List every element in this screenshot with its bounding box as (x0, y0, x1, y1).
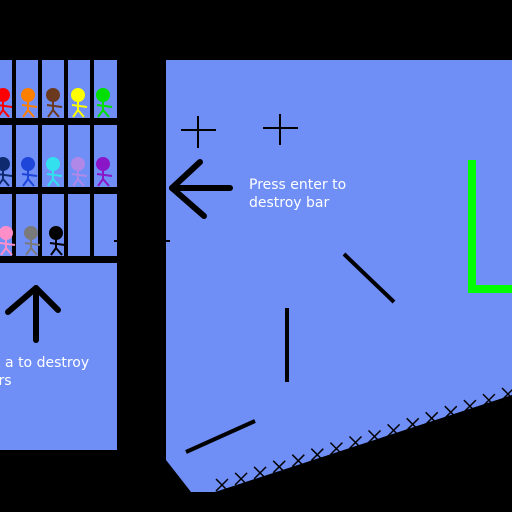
room-floor (166, 60, 512, 492)
prisoner-figure (96, 88, 113, 118)
floor-spikes (215, 387, 512, 492)
prisoner-figure (0, 157, 13, 187)
debris-stick[interactable] (342, 252, 396, 304)
prisoner-figure (0, 226, 16, 256)
destroy-bar-hint: Press enter to destroy bar (249, 177, 347, 211)
prisoners (0, 88, 113, 256)
spike-row (215, 387, 512, 492)
prisoner-figure (96, 157, 113, 187)
prisoner-figure (0, 88, 13, 118)
cage-bar-vertical (90, 60, 94, 262)
left-arrow-icon (169, 159, 233, 219)
prisoner-figure (21, 157, 38, 187)
prisoner-figure (21, 88, 38, 118)
central-pillar (117, 60, 166, 460)
cage-shelf (0, 187, 117, 194)
cross-marker-icon (181, 116, 216, 148)
prisoner-figure (46, 88, 63, 118)
cage-bar-vertical (38, 60, 42, 262)
prisoner-figure (71, 88, 88, 118)
cage-bar-vertical (12, 60, 16, 262)
up-arrow-icon (5, 285, 61, 343)
cage-bars[interactable] (0, 60, 117, 263)
cage-shelf (0, 256, 117, 263)
destroy-cages-hint: ss a to destroy lers (0, 355, 90, 389)
goal-marker (468, 160, 512, 293)
prisoner-figure (46, 157, 63, 187)
cross-marker-icon (263, 114, 298, 145)
prisoner-figure (71, 157, 88, 187)
prisoner-figure (49, 226, 66, 256)
prisoner-figure (24, 226, 41, 256)
cage-bar-vertical (64, 60, 68, 262)
debris-stick[interactable] (185, 419, 256, 454)
cage-shelf (0, 118, 117, 125)
